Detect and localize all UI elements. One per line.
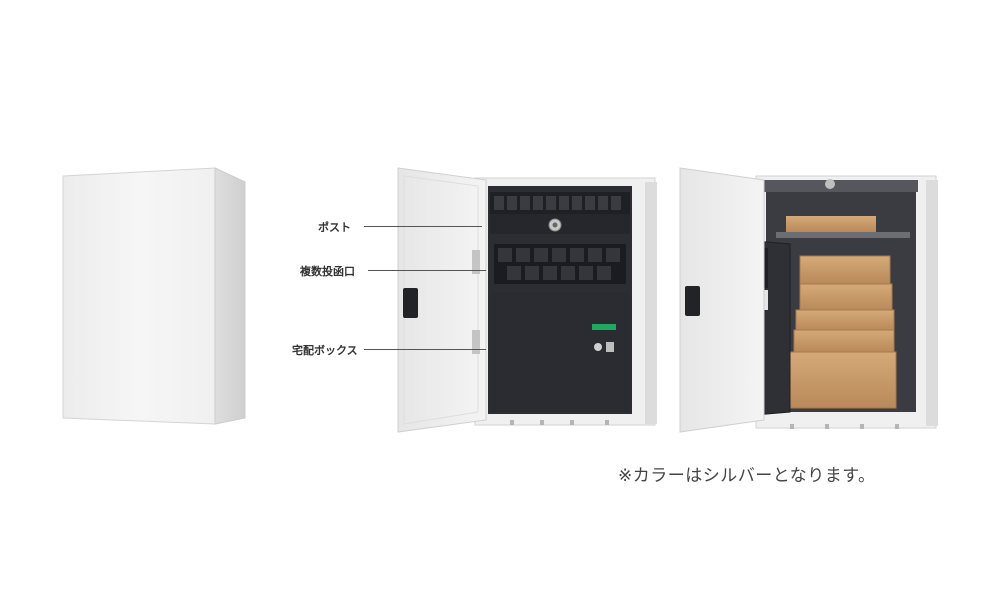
callout-multi-slot-label: 複数投函口: [300, 265, 355, 278]
callout-delivery-box-line: [364, 349, 486, 350]
cabinet-open-parcels: [679, 167, 938, 433]
callout-post-label: ポスト: [318, 221, 351, 234]
cabinet-closed-body: [62, 167, 246, 425]
callout-multi-slot-line: [368, 270, 486, 271]
callout-post-line: [364, 226, 482, 227]
callout-delivery-box-label: 宅配ボックス: [292, 344, 358, 357]
color-note-caption: ※カラーはシルバーとなります。: [618, 466, 876, 486]
cabinet-open-post: [397, 167, 657, 433]
